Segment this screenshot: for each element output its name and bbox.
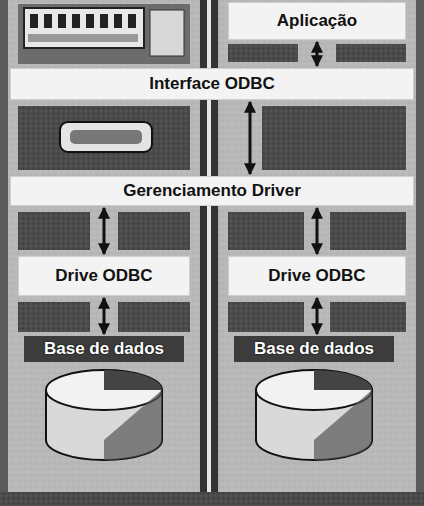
double-arrow	[249, 102, 252, 174]
node-label: Base de dados	[44, 339, 164, 359]
interface-band: Interface ODBC	[10, 68, 414, 100]
driver-box: Drive ODBC	[18, 256, 190, 296]
database-label: Base de dados	[24, 336, 184, 362]
circuit-board-art	[18, 4, 190, 64]
node-label: Drive ODBC	[55, 266, 152, 286]
node-label: Drive ODBC	[268, 266, 365, 286]
node-label: Gerenciamento Driver	[123, 181, 301, 201]
driver-box: Drive ODBC	[228, 256, 406, 296]
database-art	[46, 370, 372, 460]
node-label: Aplicação	[277, 11, 357, 31]
node-label: Base de dados	[254, 339, 374, 359]
database-label: Base de dados	[234, 336, 394, 362]
double-arrow	[316, 298, 319, 334]
node-label: Interface ODBC	[149, 74, 275, 94]
double-arrow	[103, 208, 106, 254]
double-arrow	[316, 208, 319, 254]
cable-art	[60, 122, 152, 152]
double-arrow	[103, 298, 106, 334]
double-arrow	[316, 42, 319, 66]
driver-manager-band: Gerenciamento Driver	[10, 176, 414, 206]
application-box: Aplicação	[228, 2, 406, 40]
